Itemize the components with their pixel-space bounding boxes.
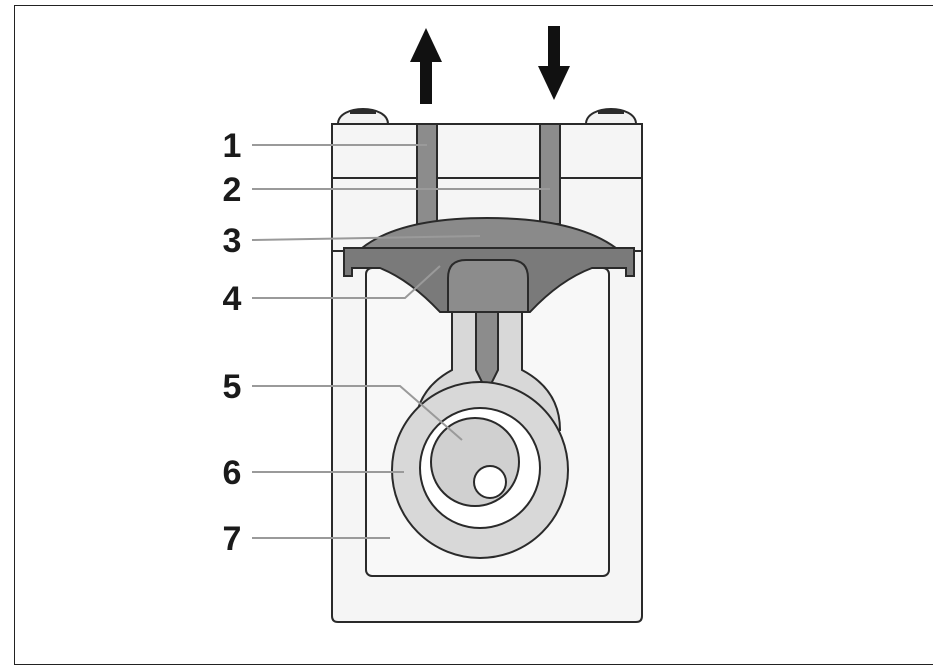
- left-screw-head-icon: [336, 108, 390, 125]
- label-2: 2: [223, 171, 242, 209]
- label-5: 5: [223, 368, 242, 406]
- eccentric: [430, 417, 520, 507]
- label-3: 3: [223, 222, 242, 260]
- outlet-valve-channel: [416, 123, 438, 225]
- right-screw-head-icon: [584, 108, 638, 125]
- rod-bolt: [475, 311, 499, 395]
- piston-head: [447, 259, 529, 313]
- inlet-valve-channel: [539, 123, 561, 225]
- label-7: 7: [223, 520, 242, 558]
- diaphragm: [359, 216, 620, 249]
- label-4: 4: [223, 280, 242, 318]
- outflow-arrow-icon: [410, 28, 442, 104]
- leader-lines: [251, 144, 550, 539]
- label-6: 6: [223, 454, 242, 492]
- motor-shaft: [473, 465, 507, 499]
- label-1: 1: [223, 127, 242, 165]
- inflow-arrow-icon: [538, 26, 570, 100]
